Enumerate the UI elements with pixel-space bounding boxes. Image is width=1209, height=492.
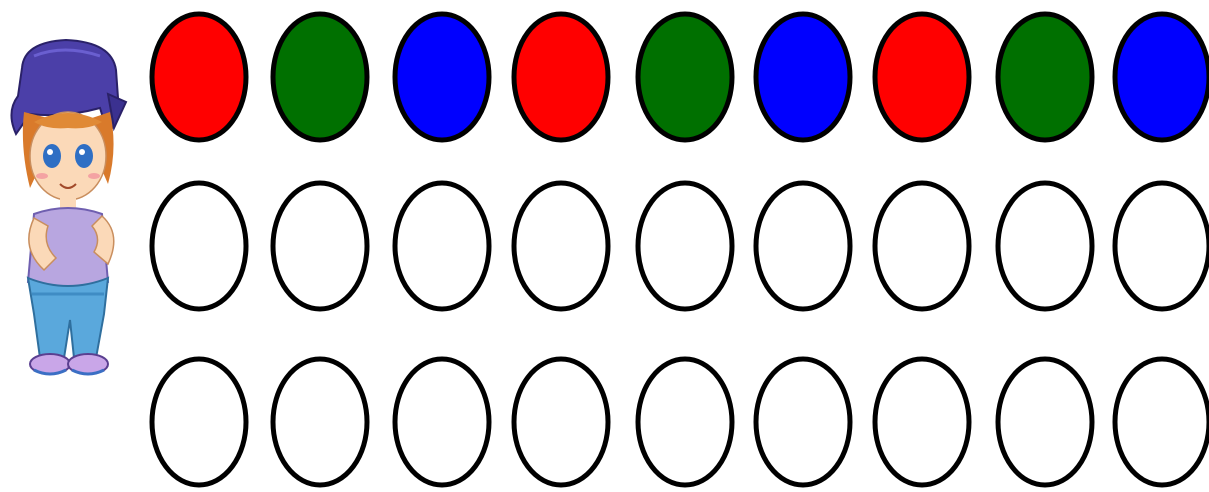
empty-circle[interactable] xyxy=(638,183,732,309)
empty-circle[interactable] xyxy=(875,359,969,485)
empty-circle[interactable] xyxy=(395,359,489,485)
empty-circle[interactable] xyxy=(273,359,367,485)
empty-circle[interactable] xyxy=(756,183,850,309)
blue-circle xyxy=(395,14,489,140)
blue-circle xyxy=(756,14,850,140)
empty-circle[interactable] xyxy=(514,359,608,485)
green-circle xyxy=(273,14,367,140)
empty-circle[interactable] xyxy=(152,183,246,309)
empty-circle[interactable] xyxy=(514,183,608,309)
empty-row-2 xyxy=(152,359,1209,485)
empty-circle[interactable] xyxy=(1115,183,1209,309)
empty-circle[interactable] xyxy=(998,359,1092,485)
empty-circle[interactable] xyxy=(638,359,732,485)
empty-circle[interactable] xyxy=(756,359,850,485)
empty-circle[interactable] xyxy=(395,183,489,309)
red-circle xyxy=(875,14,969,140)
green-circle xyxy=(638,14,732,140)
empty-circle[interactable] xyxy=(273,183,367,309)
empty-circle[interactable] xyxy=(1115,359,1209,485)
empty-circle[interactable] xyxy=(998,183,1092,309)
empty-circle[interactable] xyxy=(152,359,246,485)
blue-circle xyxy=(1115,14,1209,140)
green-circle xyxy=(998,14,1092,140)
pattern-row xyxy=(152,14,1209,140)
red-circle xyxy=(514,14,608,140)
red-circle xyxy=(152,14,246,140)
empty-row-1 xyxy=(152,183,1209,309)
empty-circle[interactable] xyxy=(875,183,969,309)
